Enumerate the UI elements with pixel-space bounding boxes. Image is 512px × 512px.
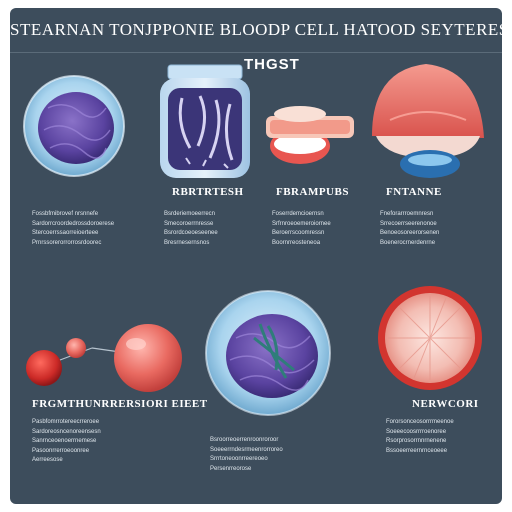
sample-jar-illustration: [160, 64, 250, 178]
label-nerwcori: NERWCORI: [412, 398, 479, 410]
vial-capsule-illustration: [266, 106, 354, 164]
page-subtitle: THGST: [244, 56, 300, 73]
fibrous-cell-illustration: [378, 286, 482, 390]
illustration-layer: [23, 64, 484, 416]
cell-dome-illustration: [372, 64, 484, 178]
page-title: STEARNAN TONJPPONIE BLOODP CELL HATOOD S…: [10, 20, 502, 39]
central-petri-dish-illustration: [205, 290, 331, 416]
label-fntanne: FNTANNE: [386, 186, 442, 198]
red-blood-cells-illustration: [26, 324, 182, 392]
label-rbrtrtesh: RBRTRTESH: [172, 186, 244, 198]
label-fbrampubs: FBRAMPUBS: [276, 186, 349, 198]
petri-dish-tissue-illustration: [23, 75, 125, 177]
label-frgmthunrrersiori: FRGMTHUNRRERSIORI EIEET: [32, 398, 208, 410]
infographic-panel: STEARNAN TONJPPONIE BLOODP CELL HATOOD S…: [10, 8, 502, 504]
title-divider: [10, 52, 502, 53]
